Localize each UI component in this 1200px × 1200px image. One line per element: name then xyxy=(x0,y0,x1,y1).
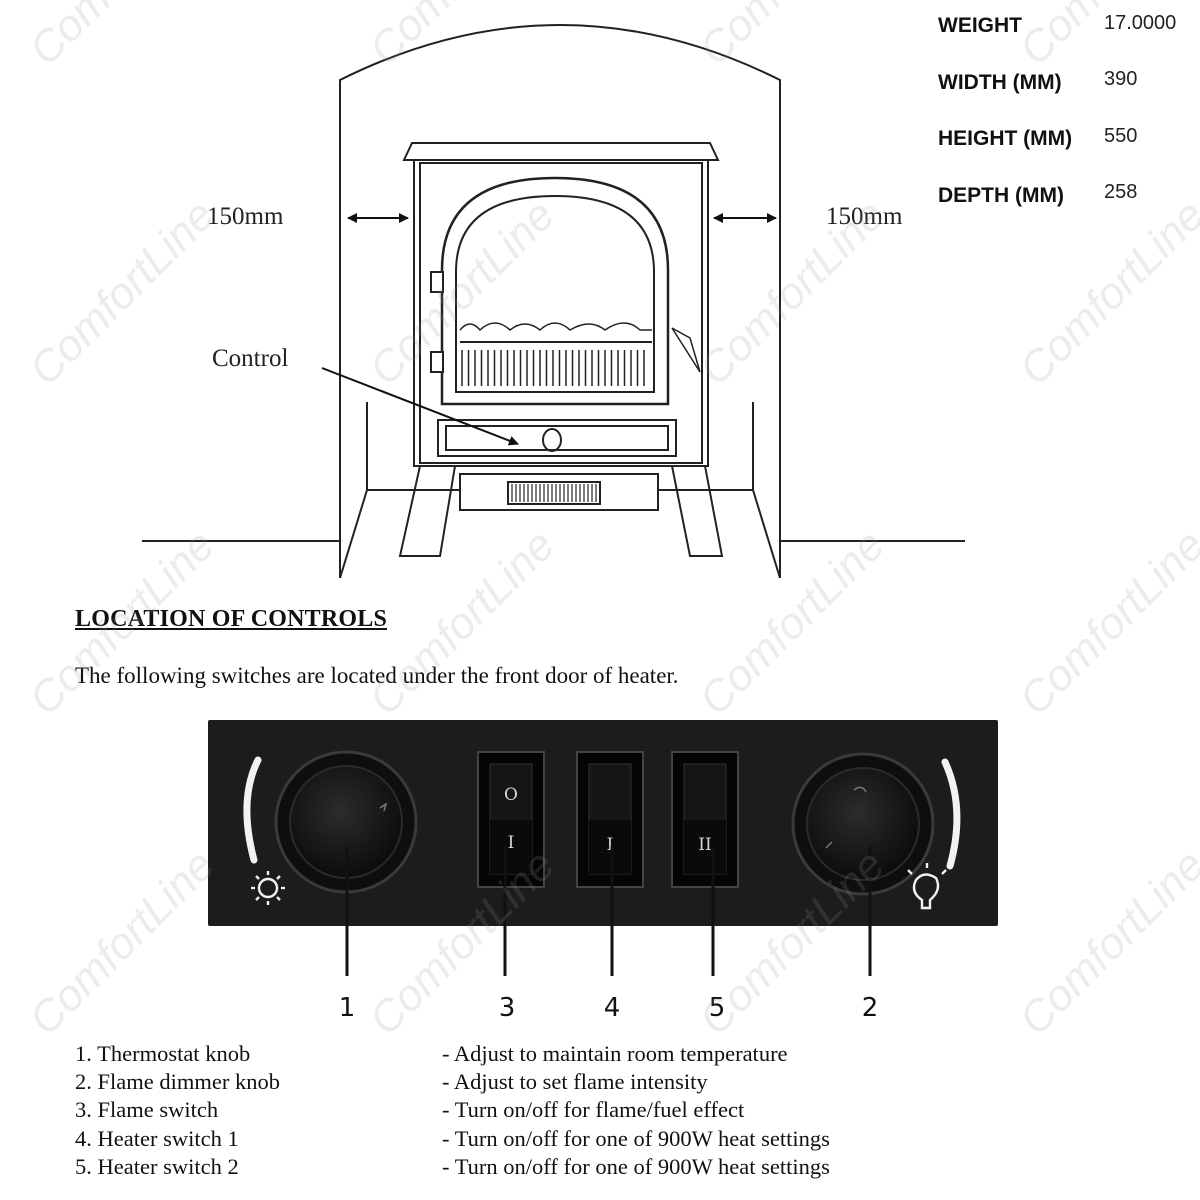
legend-desc-5: - Turn on/off for one of 900W heat setti… xyxy=(442,1154,830,1179)
legend-desc-3: - Turn on/off for flame/fuel effect xyxy=(442,1097,745,1122)
switch-mark-heater-2: II xyxy=(698,835,711,855)
legend-item-3: 3. Flame switch xyxy=(75,1097,219,1122)
spec-depth-label: DEPTH (MM) xyxy=(938,184,1064,207)
switch-mark-off: O xyxy=(504,785,518,805)
flame-dimmer-knob xyxy=(791,752,961,896)
spec-height-label: HEIGHT (MM) xyxy=(938,127,1073,150)
legend-desc-2: - Adjust to set flame intensity xyxy=(442,1069,708,1094)
legend-desc-4: - Turn on/off for one of 900W heat setti… xyxy=(442,1126,830,1151)
section-intro: The following switches are located under… xyxy=(75,663,679,688)
clearance-right-label: 150mm xyxy=(826,203,903,230)
legend-item-2: 2. Flame dimmer knob xyxy=(75,1069,280,1094)
switch-mark-flame-on: I xyxy=(508,833,515,853)
thermostat-knob xyxy=(243,750,418,894)
spec-height-value: 550 xyxy=(1104,125,1138,147)
spec-weight-label: WEIGHT xyxy=(938,14,1022,37)
legend-desc-1: - Adjust to maintain room temperature xyxy=(442,1041,788,1066)
rocker-switch-heater-2 xyxy=(671,751,739,888)
spec-depth-value: 258 xyxy=(1104,181,1138,203)
legend-item-5: 5. Heater switch 2 xyxy=(75,1154,239,1179)
clearance-left-label: 150mm xyxy=(207,203,284,230)
stove-door xyxy=(440,176,670,406)
callout-2: 2 xyxy=(861,993,879,1023)
switch-mark-heater-1: I xyxy=(607,835,614,855)
bulb-icon xyxy=(907,863,947,910)
stove-leg-right xyxy=(671,465,724,557)
callout-1: 1 xyxy=(338,993,356,1023)
spec-width-value: 390 xyxy=(1104,68,1138,90)
control-panel: O I I II xyxy=(208,720,998,926)
spec-weight-value: 17.0000 xyxy=(1104,12,1177,34)
rocker-switch-heater-1 xyxy=(576,751,644,888)
callout-5: 5 xyxy=(708,993,726,1023)
sun-icon xyxy=(251,871,285,905)
control-pointer-arrow xyxy=(321,367,519,446)
control-label: Control xyxy=(212,345,289,372)
rocker-switch-flame xyxy=(477,751,545,888)
stove-clearance-diagram xyxy=(142,24,965,579)
callout-4: 4 xyxy=(603,993,621,1023)
control-knob-symbol xyxy=(542,428,562,452)
stove-leg-left xyxy=(398,465,456,557)
legend-item-1: 1. Thermostat knob xyxy=(75,1041,251,1066)
legend-item-4: 4. Heater switch 1 xyxy=(75,1126,239,1151)
spec-width-label: WIDTH (MM) xyxy=(938,71,1062,94)
fireplace-arch xyxy=(339,24,781,578)
section-heading: LOCATION OF CONTROLS xyxy=(75,606,388,632)
callout-3: 3 xyxy=(498,993,516,1023)
